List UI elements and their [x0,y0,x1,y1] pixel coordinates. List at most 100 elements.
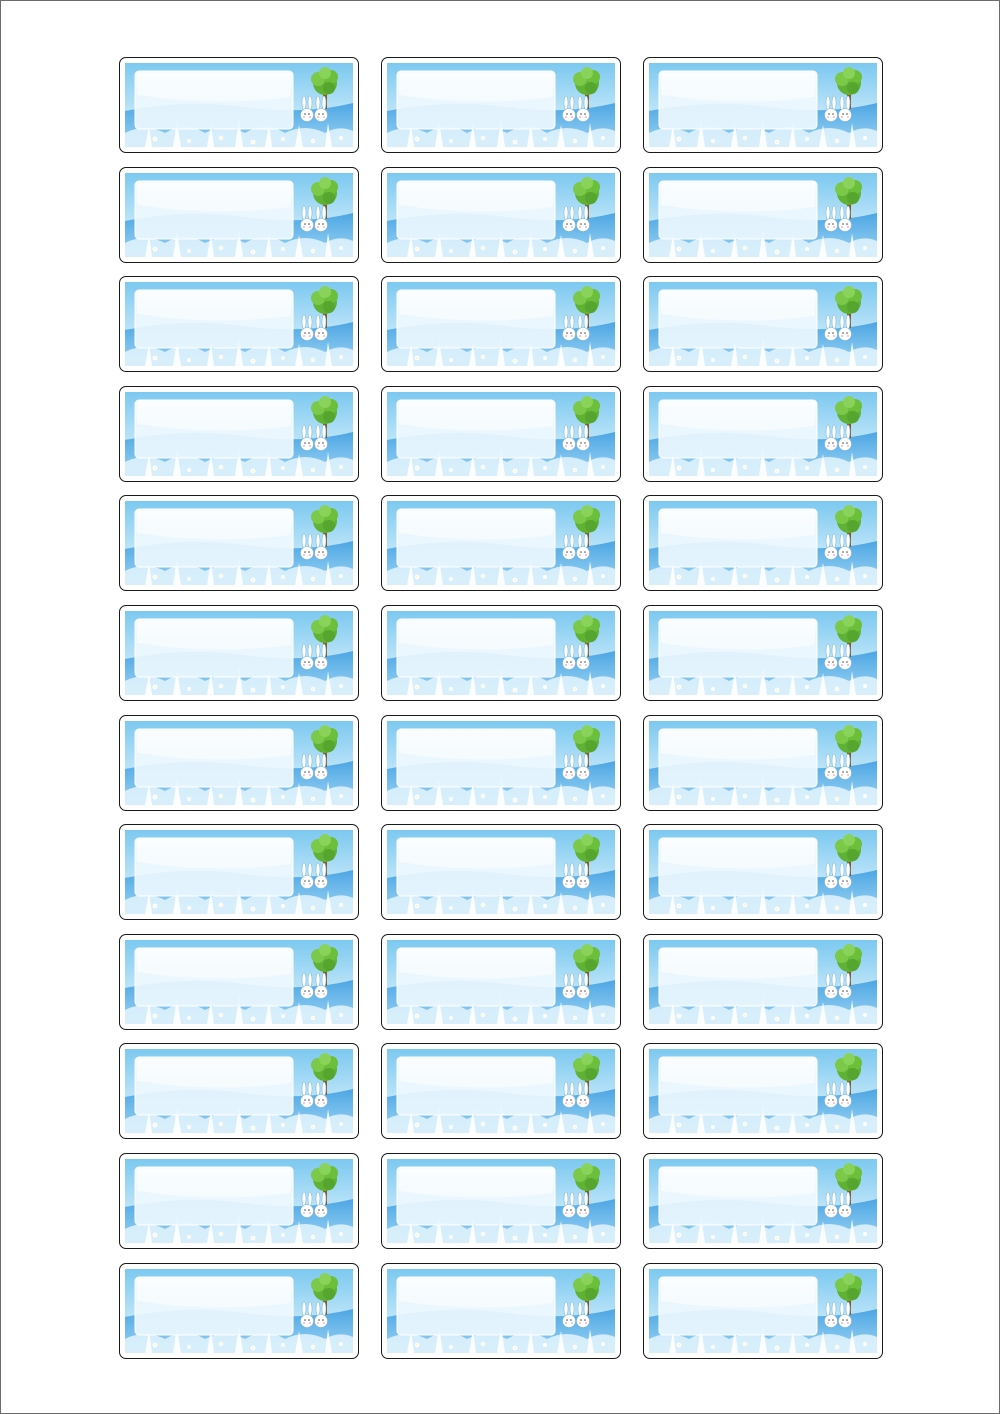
bunny-icon [562,643,590,670]
label-text[interactable] [664,1284,814,1334]
label-text[interactable] [140,626,290,676]
label-artwork [387,1158,615,1243]
bunny-icon [300,753,328,780]
label-text[interactable] [402,736,552,786]
label-text[interactable] [664,516,814,566]
label-text[interactable] [664,736,814,786]
label-sticker[interactable] [643,276,883,373]
label-sticker[interactable] [119,495,359,592]
bunny-icon [824,534,852,561]
label-text[interactable] [664,1174,814,1224]
label-artwork [649,720,877,805]
label-text[interactable] [402,1064,552,1114]
bunny-icon [562,205,590,232]
label-artwork [125,172,353,257]
label-text[interactable] [664,188,814,238]
label-text[interactable] [664,78,814,128]
tree-icon [835,834,862,877]
bunny-icon [300,643,328,670]
bunny-icon [562,1301,590,1328]
label-sticker[interactable] [381,276,621,373]
label-text[interactable] [402,407,552,457]
label-text[interactable] [140,407,290,457]
label-text[interactable] [402,626,552,676]
label-sticker[interactable] [119,166,359,263]
label-artwork [387,830,615,915]
label-sticker[interactable] [381,166,621,263]
bunny-icon [824,205,852,232]
label-sticker[interactable] [643,1152,883,1249]
label-sticker[interactable] [381,385,621,482]
label-sticker[interactable] [119,1043,359,1140]
label-sticker[interactable] [119,1262,359,1359]
label-sticker[interactable] [381,1152,621,1249]
label-sticker[interactable] [119,824,359,921]
label-text[interactable] [140,1284,290,1334]
label-sticker[interactable] [643,1262,883,1359]
label-artwork [649,391,877,476]
bunny-icon [300,424,328,451]
label-sticker[interactable] [381,495,621,592]
label-sticker[interactable] [643,57,883,153]
label-text[interactable] [664,845,814,895]
label-sticker[interactable] [381,57,621,153]
label-artwork [125,610,353,695]
bunny-icon [300,1191,328,1218]
bunny-icon [824,1191,852,1218]
label-artwork [387,1049,615,1134]
label-text[interactable] [664,955,814,1005]
label-text[interactable] [402,516,552,566]
label-sticker[interactable] [119,385,359,482]
label-sticker[interactable] [119,714,359,811]
label-sticker[interactable] [119,1152,359,1249]
label-text[interactable] [664,1064,814,1114]
label-text[interactable] [402,297,552,347]
label-sticker[interactable] [643,714,883,811]
label-sticker[interactable] [119,933,359,1030]
label-text[interactable] [402,955,552,1005]
label-sticker[interactable] [119,604,359,701]
label-text[interactable] [402,845,552,895]
bunny-icon [300,862,328,889]
label-artwork [387,282,615,367]
label-artwork [125,830,353,915]
label-sticker[interactable] [381,604,621,701]
label-artwork [125,282,353,367]
label-sticker[interactable] [381,714,621,811]
bunny-icon [562,972,590,999]
label-text[interactable] [140,736,290,786]
label-artwork [387,172,615,257]
label-sticker[interactable] [119,57,359,153]
label-sticker[interactable] [381,1262,621,1359]
label-text[interactable] [140,297,290,347]
label-sticker[interactable] [381,1043,621,1140]
label-text[interactable] [140,516,290,566]
label-sticker[interactable] [381,933,621,1030]
flower-icon [414,1122,605,1131]
label-text[interactable] [402,1284,552,1334]
label-text[interactable] [140,1174,290,1224]
label-text[interactable] [140,955,290,1005]
label-text[interactable] [664,626,814,676]
label-text[interactable] [140,845,290,895]
label-sticker[interactable] [381,824,621,921]
label-sticker[interactable] [643,166,883,263]
label-sticker[interactable] [643,495,883,592]
label-text[interactable] [402,188,552,238]
label-sticker[interactable] [643,385,883,482]
label-sticker[interactable] [643,604,883,701]
label-text[interactable] [140,188,290,238]
label-sticker[interactable] [643,1043,883,1140]
label-text[interactable] [664,407,814,457]
label-text[interactable] [140,78,290,128]
label-artwork [387,720,615,805]
label-text[interactable] [402,1174,552,1224]
label-sticker[interactable] [119,276,359,373]
label-text[interactable] [140,1064,290,1114]
label-text[interactable] [664,297,814,347]
label-sticker[interactable] [643,933,883,1030]
bunny-icon [562,534,590,561]
bunny-icon [562,314,590,341]
label-sticker[interactable] [643,824,883,921]
label-text[interactable] [402,78,552,128]
